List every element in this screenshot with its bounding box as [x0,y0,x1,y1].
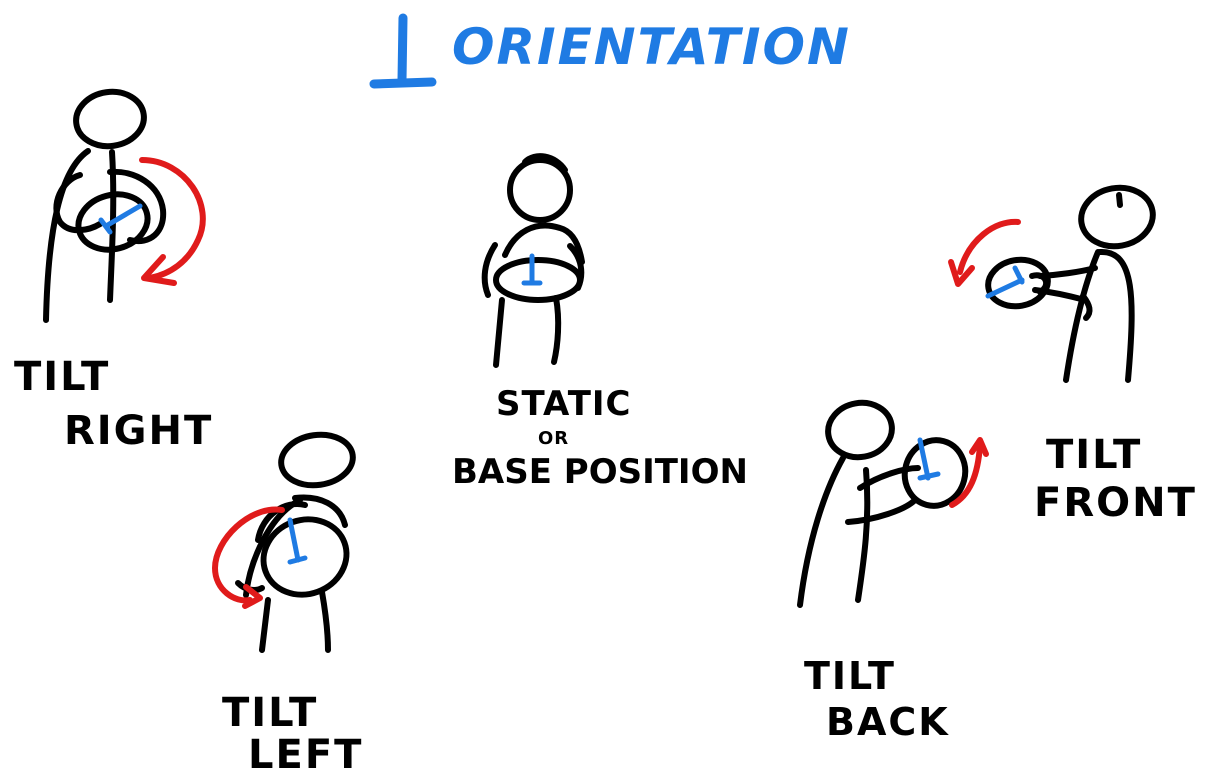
perpendicular-icon [369,13,437,89]
axis-icon [917,437,941,481]
figure-tilt-front [948,184,1156,383]
head [507,157,573,223]
label-static-line2: OR [538,428,570,449]
shoulder-mark [1080,293,1093,321]
arm-left [481,242,498,298]
disc [493,257,583,303]
leg-right [551,295,562,365]
arm-lower [845,497,918,525]
axis-icon [521,253,543,286]
label-tilt-left-line2: LEFT [248,732,364,778]
hair-mark [1116,192,1123,208]
figure-tilt-left [212,431,356,653]
rotate-arrow-icon [139,157,206,286]
figure-static [481,153,585,368]
label-static-line1: STATIC [496,384,632,424]
figure-tilt-right [43,88,206,323]
label-tilt-left-line1: TILT [222,690,319,736]
label-tilt-right-line2: RIGHT [64,408,214,454]
body-right [107,149,117,303]
head [73,88,147,150]
axis-icon [985,265,1025,299]
head [278,431,356,489]
arm-left [53,172,103,234]
figure-tilt-back [797,399,989,608]
disc [901,437,969,509]
disc-inner [1029,272,1050,295]
body-back [1097,248,1135,383]
label-tilt-front-line2: FRONT [1034,480,1197,526]
axis-icon [287,517,308,565]
head [1078,184,1156,250]
body-left [797,455,846,608]
label-tilt-right-line1: TILT [14,354,111,400]
rotate-arrow-icon [212,506,285,609]
rotate-arrow-icon [949,437,989,508]
page-title: ORIENTATION [452,18,851,76]
hair [522,153,568,173]
label-static-line3: BASE POSITION [452,452,748,492]
head [825,399,895,461]
axis-icon [98,203,143,235]
body-front [1063,249,1101,383]
leg-right [319,589,331,653]
shoulder-right [292,494,348,528]
leg-left [493,297,505,368]
shoulders [502,222,585,265]
arm-upper [857,465,921,491]
label-tilt-back-line2: BACK [826,700,950,744]
rotate-arrow-icon [948,218,1021,287]
disc [75,191,151,253]
leg-left [259,597,271,653]
arm-right [107,168,167,245]
label-tilt-front-line1: TILT [1046,432,1143,478]
label-tilt-back-line1: TILT [804,654,896,698]
